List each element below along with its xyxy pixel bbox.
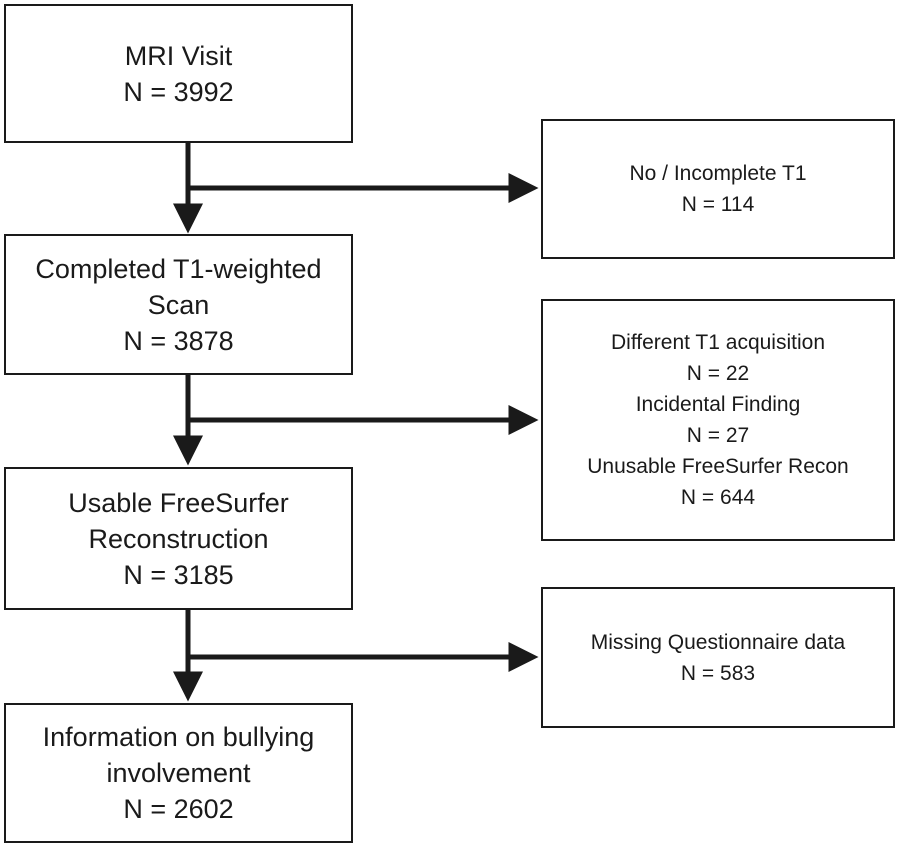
exclusion-label-freesurfer: Unusable FreeSurfer Recon: [587, 455, 849, 478]
exclusion-label: Missing Questionnaire data: [590, 630, 846, 654]
box-mri-visit: MRI Visit N = 3992: [4, 4, 353, 143]
box-count: N = 3878: [123, 325, 234, 356]
exclusion-box-questionnaire: Missing Questionnaire data N = 583: [541, 587, 895, 728]
box-completed-t1: Completed T1-weighted Scan N = 3878: [4, 234, 353, 375]
box-count: N = 3185: [123, 559, 234, 590]
exclusion-label-incidental: Incidental Finding: [635, 393, 801, 416]
exclusion-count-t1-acquisition: N = 22: [686, 362, 750, 385]
box-count: N = 2602: [123, 794, 234, 824]
box-label-line1: Usable FreeSurfer: [68, 487, 289, 518]
box-count: N = 3992: [123, 76, 234, 107]
box-label-line2: Reconstruction: [88, 523, 269, 554]
box-usable-freesurfer: Usable FreeSurfer Reconstruction N = 318…: [4, 467, 353, 610]
box-bullying-information: Information on bullying involvement N = …: [4, 703, 353, 843]
box-label-line1: Information on bullying: [42, 722, 315, 752]
box-label-line2: Scan: [147, 289, 210, 320]
exclusion-label-t1-acquisition: Different T1 acquisition: [610, 331, 825, 354]
exclusion-box-quality: Different T1 acquisition N = 22 Incident…: [541, 299, 895, 541]
exclusion-count-freesurfer: N = 644: [680, 486, 756, 509]
exclusion-box-incomplete-t1: No / Incomplete T1 N = 114: [541, 119, 895, 259]
exclusion-label: No / Incomplete T1: [629, 162, 807, 185]
box-label: MRI Visit: [124, 40, 233, 71]
box-label-line2: involvement: [106, 758, 251, 788]
exclusion-count: N = 583: [680, 661, 756, 685]
exclusion-count-incidental: N = 27: [686, 424, 750, 447]
box-label-line1: Completed T1-weighted: [35, 253, 322, 284]
exclusion-count: N = 114: [681, 193, 755, 216]
